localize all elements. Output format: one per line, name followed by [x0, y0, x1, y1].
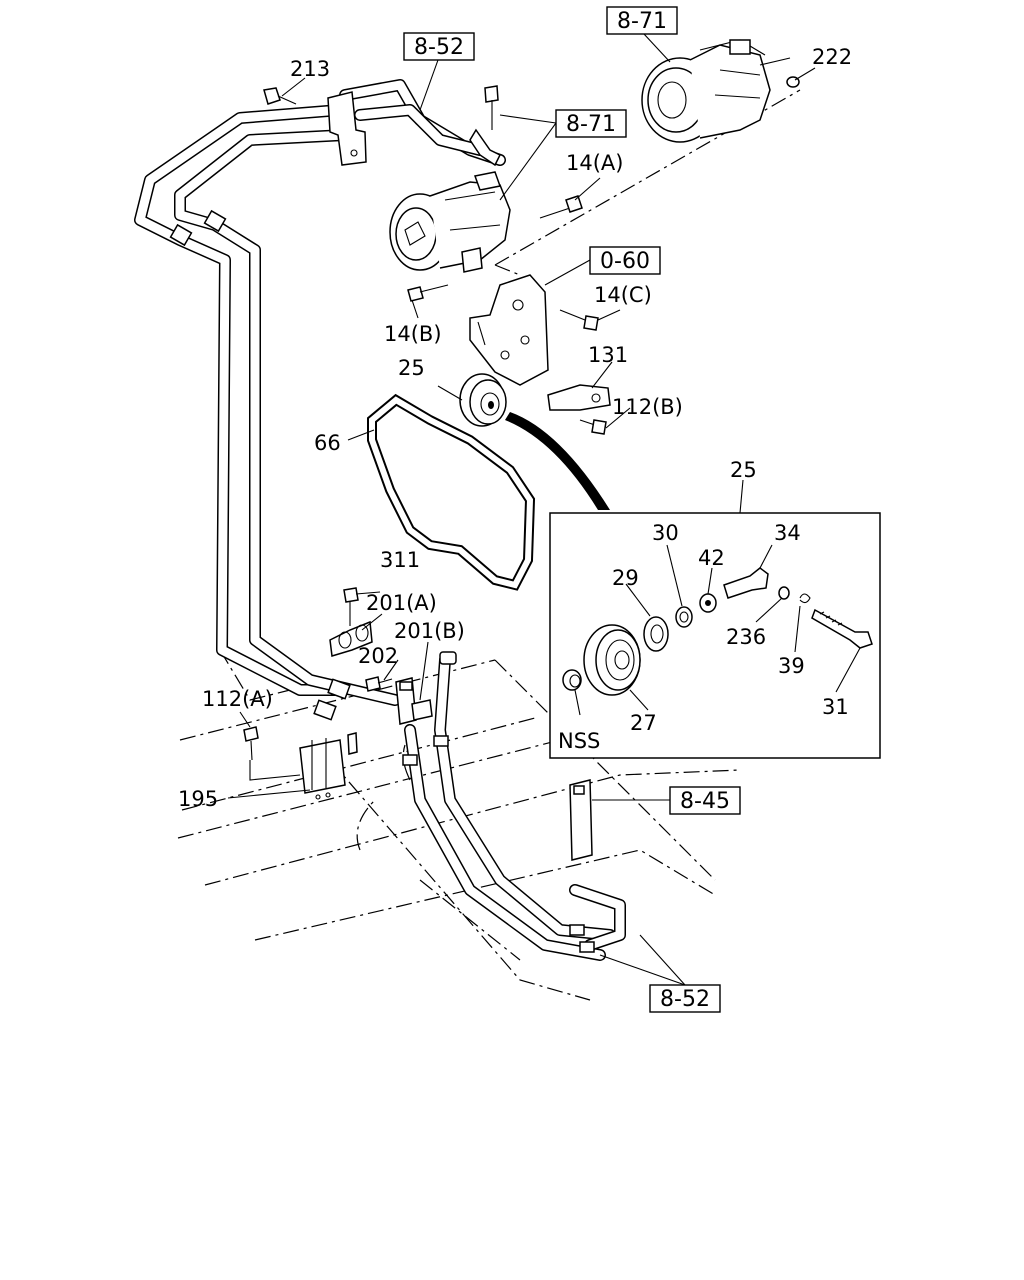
ref-box-8-71-top: 8-71 — [606, 6, 678, 35]
svg-text:8-71: 8-71 — [617, 9, 667, 34]
detail-arrow — [505, 412, 610, 510]
callout-31: 31 — [822, 695, 849, 719]
bolt-14a — [539, 195, 583, 219]
hose-fittings — [169, 209, 595, 953]
idler-bracket — [469, 274, 549, 386]
callout-195: 195 — [178, 787, 218, 811]
callout-201b: 201(B) — [394, 619, 465, 643]
callout-29: 29 — [612, 566, 639, 590]
callout-14a: 14(A) — [566, 151, 623, 175]
compressor-top-right — [641, 39, 800, 143]
callout-236: 236 — [726, 625, 766, 649]
callout-213: 213 — [290, 57, 330, 81]
callout-nss: NSS — [558, 729, 600, 753]
bolt-213 — [263, 87, 297, 105]
callout-311: 311 — [380, 548, 420, 572]
callout-14c: 14(C) — [594, 283, 652, 307]
svg-text:0-60: 0-60 — [600, 249, 650, 274]
ref-box-0-60: 0-60 — [589, 246, 661, 275]
chassis-frame — [177, 89, 801, 1001]
ref-box-8-45: 8-45 — [669, 786, 741, 815]
callout-14b: 14(B) — [384, 322, 442, 346]
callout-30: 30 — [652, 521, 679, 545]
bolt-202 — [365, 676, 393, 692]
nut-311 — [343, 587, 359, 626]
bolt-14c — [559, 309, 599, 331]
callout-201a: 201(A) — [366, 591, 437, 615]
callout-25-detail: 25 — [730, 458, 757, 482]
svg-text:8-71: 8-71 — [566, 112, 616, 137]
ref-box-8-52-top: 8-52 — [403, 32, 475, 61]
ref-box-8-71-mid: 8-71 — [555, 109, 627, 138]
callout-34: 34 — [774, 521, 801, 545]
bracket-195 — [249, 732, 358, 800]
pulley-detail-box — [549, 512, 881, 759]
drive-belt — [367, 393, 536, 591]
bolt-112b — [579, 419, 607, 435]
chassis-bracket — [569, 779, 593, 861]
bolt-112a — [243, 726, 259, 761]
ref-box-8-52-bottom: 8-52 — [649, 984, 721, 1013]
callout-25: 25 — [398, 356, 425, 380]
callout-27: 27 — [630, 711, 657, 735]
clamp-201a — [329, 620, 373, 657]
svg-text:8-45: 8-45 — [680, 789, 730, 814]
bolt-14b — [407, 284, 449, 302]
idler-pulley — [459, 373, 507, 427]
callout-66: 66 — [314, 431, 341, 455]
svg-text:8-52: 8-52 — [660, 987, 710, 1012]
leader-lines — [227, 33, 861, 986]
callout-42: 42 — [698, 546, 725, 570]
callout-202: 202 — [358, 644, 398, 668]
callout-39: 39 — [778, 654, 805, 678]
bracket-131 — [547, 384, 611, 411]
hose-bracket-top — [327, 91, 502, 167]
compressor-middle — [389, 85, 511, 273]
callout-222: 222 — [812, 45, 852, 69]
callout-131: 131 — [588, 343, 628, 367]
bracket-201b — [395, 677, 433, 725]
svg-text:8-52: 8-52 — [414, 35, 464, 60]
callout-112b: 112(B) — [612, 395, 683, 419]
callout-labels: 213 222 14(A) 14(B) 14(C) 25 131 112(B) … — [178, 45, 852, 811]
callout-112a: 112(A) — [202, 687, 273, 711]
